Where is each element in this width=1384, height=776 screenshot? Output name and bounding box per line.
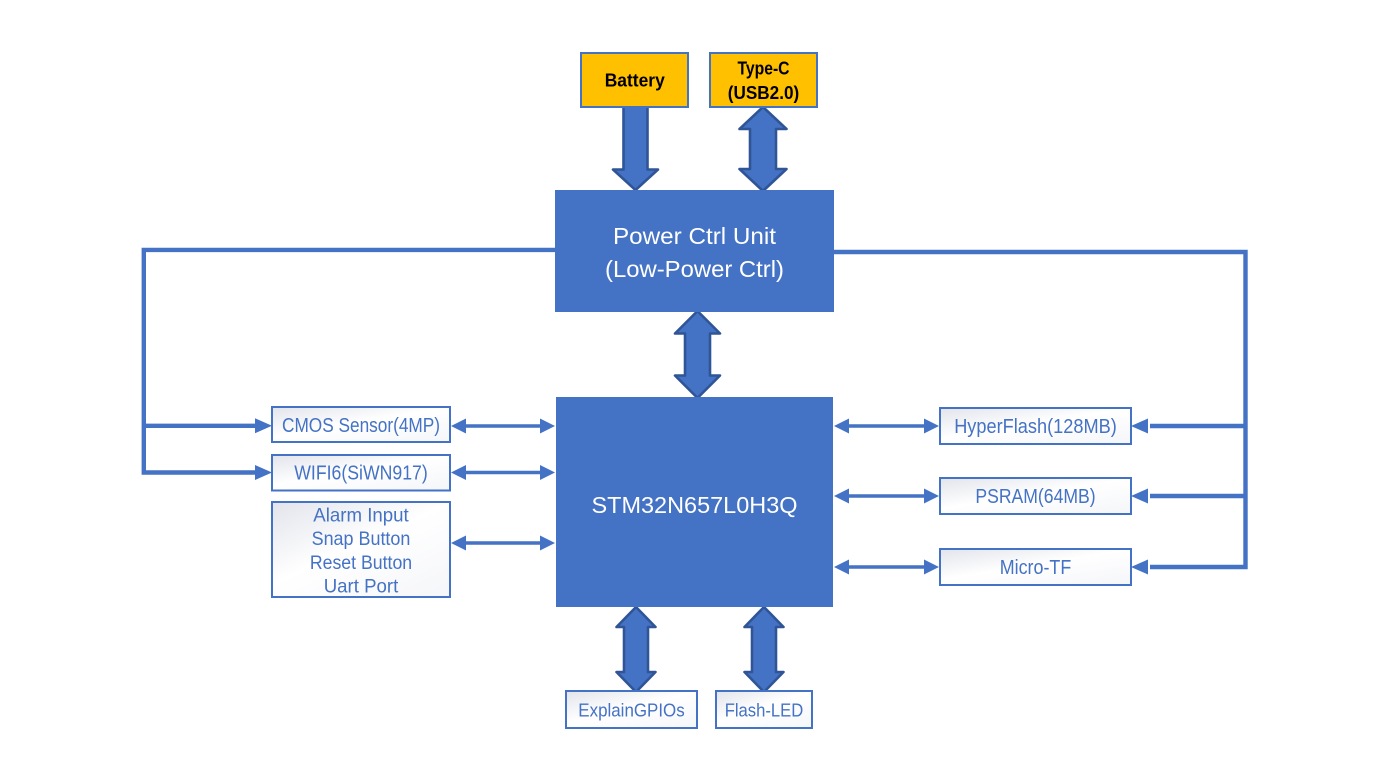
svg-text:Flash-LED: Flash-LED xyxy=(725,699,804,720)
svg-text:CMOS Sensor(4MP): CMOS Sensor(4MP) xyxy=(282,415,440,437)
svg-text:Type-C: Type-C xyxy=(737,58,789,78)
svg-text:PSRAM(64MB): PSRAM(64MB) xyxy=(975,486,1095,508)
svg-text:Snap Button: Snap Button xyxy=(312,528,411,550)
svg-text:Reset Button: Reset Button xyxy=(310,552,412,574)
svg-text:(USB2.0): (USB2.0) xyxy=(728,83,799,103)
svg-text:Alarm Input: Alarm Input xyxy=(313,504,409,526)
svg-text:Micro-TF: Micro-TF xyxy=(1000,557,1072,579)
svg-text:STM32N657L0H3Q: STM32N657L0H3Q xyxy=(592,492,798,518)
svg-text:(Low-Power Ctrl): (Low-Power Ctrl) xyxy=(605,256,784,282)
svg-text:WIFI6(SiWN917): WIFI6(SiWN917) xyxy=(294,462,428,484)
svg-text:Uart Port: Uart Port xyxy=(324,576,399,598)
svg-text:Power Ctrl Unit: Power Ctrl Unit xyxy=(613,223,776,249)
svg-text:ExplainGPIOs: ExplainGPIOs xyxy=(578,699,684,720)
svg-text:HyperFlash(128MB): HyperFlash(128MB) xyxy=(954,416,1117,438)
svg-text:Battery: Battery xyxy=(605,71,666,91)
